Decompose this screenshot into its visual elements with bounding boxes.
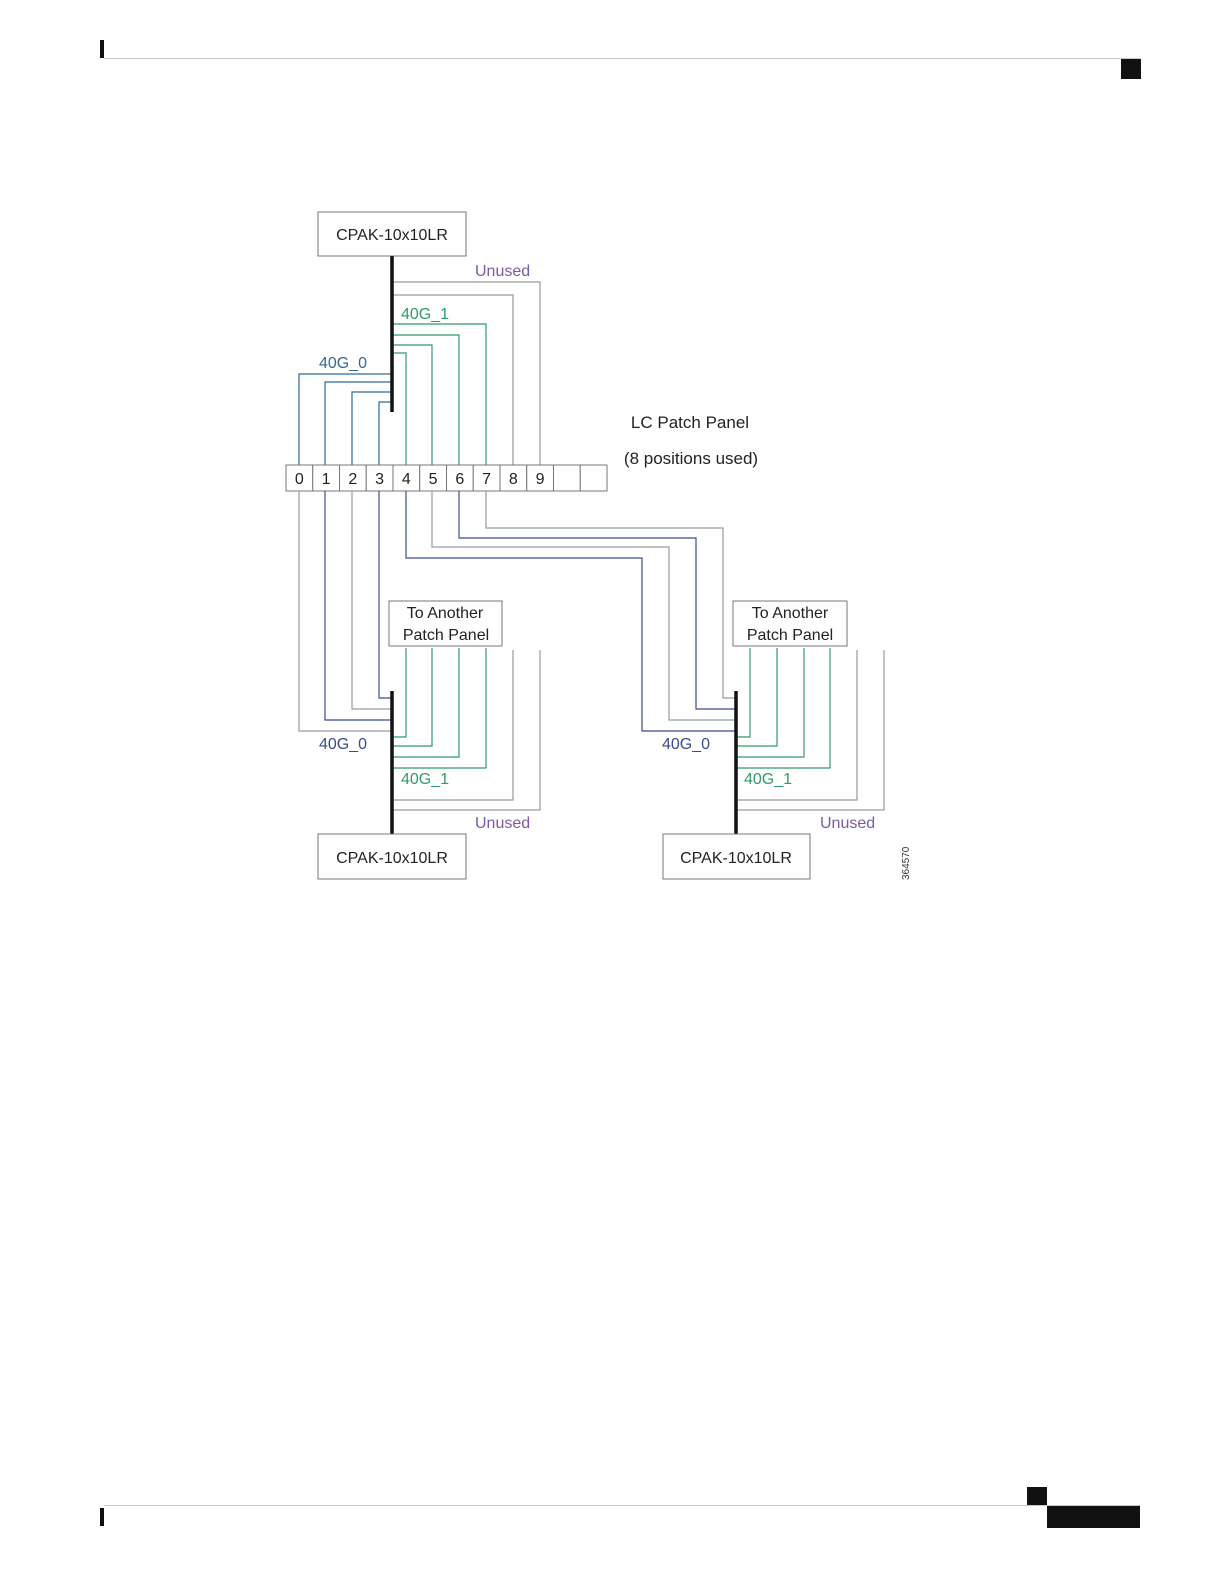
bottom-right-to-another-line2: Patch Panel: [747, 627, 833, 644]
fiber-br-6: [459, 491, 735, 709]
bottom-right-label-40g-0: 40G_0: [662, 736, 710, 753]
fiber-bl-40g1-c: [393, 648, 459, 757]
bottom-left-cpak-label: CPAK-10x10LR: [336, 850, 448, 867]
bottom-left-label-unused: Unused: [475, 815, 530, 832]
fiber-bl-3: [379, 491, 391, 698]
fiber-br-40g1-c: [737, 648, 804, 757]
patch-panel-port: [580, 465, 607, 491]
fiber-br-40g1-b: [737, 648, 777, 746]
bottom-right-label-unused: Unused: [820, 815, 875, 832]
patch-panel-port-label: 5: [429, 471, 438, 488]
top-label-unused: Unused: [475, 263, 530, 280]
patch-panel-port-label: 3: [375, 471, 384, 488]
bottom-left-label-40g-0: 40G_0: [319, 736, 367, 753]
fiber-top-2: [352, 392, 391, 465]
top-label-40g-1: 40G_1: [401, 306, 449, 323]
fiber-top-3: [379, 402, 391, 465]
panel-title: LC Patch Panel: [631, 413, 749, 432]
fiber-top-4: [393, 353, 406, 465]
fiber-bl-1: [325, 491, 391, 720]
fiber-top-6: [393, 335, 459, 465]
fiber-bl-2: [352, 491, 391, 709]
patch-panel-port-label: 4: [402, 471, 411, 488]
patch-panel-port: [554, 465, 581, 491]
bottom-right-to-another-line1: To Another: [752, 605, 829, 622]
bottom-left-label-40g-1: 40G_1: [401, 771, 449, 788]
fiber-top-0: [299, 374, 391, 465]
fiber-br-40g1-a: [737, 648, 750, 737]
top-cpak-label: CPAK-10x10LR: [336, 227, 448, 244]
patch-panel-port-label: 7: [482, 471, 491, 488]
patch-panel-port-label: 6: [455, 471, 464, 488]
fiber-bl-40g1-b: [393, 648, 432, 746]
fiber-top-1: [325, 382, 391, 465]
fiber-br-40g1-d: [737, 648, 830, 768]
top-label-40g-0: 40G_0: [319, 355, 367, 372]
fiber-br-7: [486, 491, 735, 698]
patch-panel-port-label: 1: [322, 471, 331, 488]
bottom-right-label-40g-1: 40G_1: [744, 771, 792, 788]
bottom-left-fibers-from-panel: [299, 491, 391, 731]
bottom-right-cpak-label: CPAK-10x10LR: [680, 850, 792, 867]
figure-id: 364570: [901, 846, 912, 880]
patch-panel-port-label: 0: [295, 471, 304, 488]
panel-subtitle: (8 positions used): [624, 449, 758, 468]
patch-panel-port-label: 8: [509, 471, 518, 488]
fiber-bl-0: [299, 491, 391, 731]
patch-panel-port-label: 9: [536, 471, 545, 488]
patch-panel-port-label: 2: [348, 471, 357, 488]
fiber-bl-40g1-a: [393, 648, 406, 737]
bottom-left-to-another-line1: To Another: [407, 605, 484, 622]
fiber-top-5: [393, 345, 432, 465]
fiber-bl-40g1-d: [393, 648, 486, 768]
bottom-left-to-another-line2: Patch Panel: [403, 627, 489, 644]
